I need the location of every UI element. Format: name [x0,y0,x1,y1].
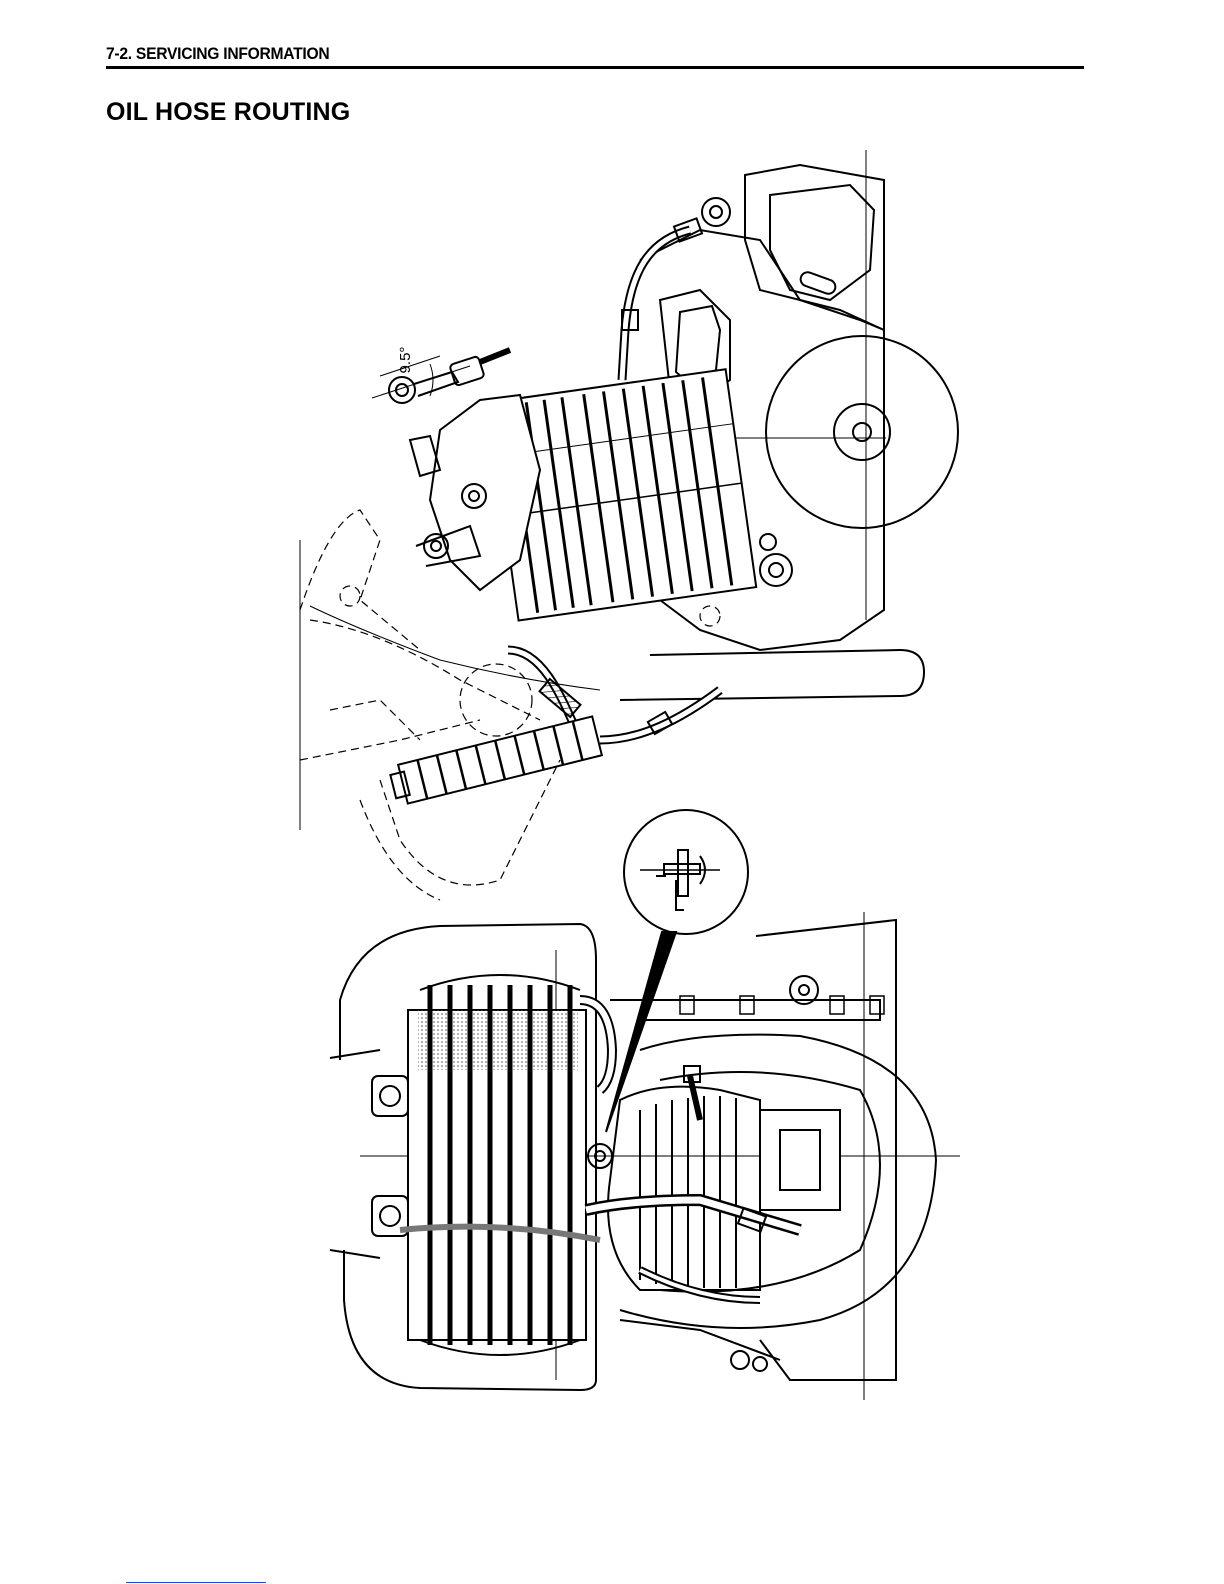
clamp-detail-inset [606,810,748,1132]
angle-callout: 9.5° [397,347,414,374]
side-view-engine-diagram [300,150,958,900]
front-view-oil-cooler-diagram [330,912,960,1400]
footer-rule [126,1582,266,1583]
